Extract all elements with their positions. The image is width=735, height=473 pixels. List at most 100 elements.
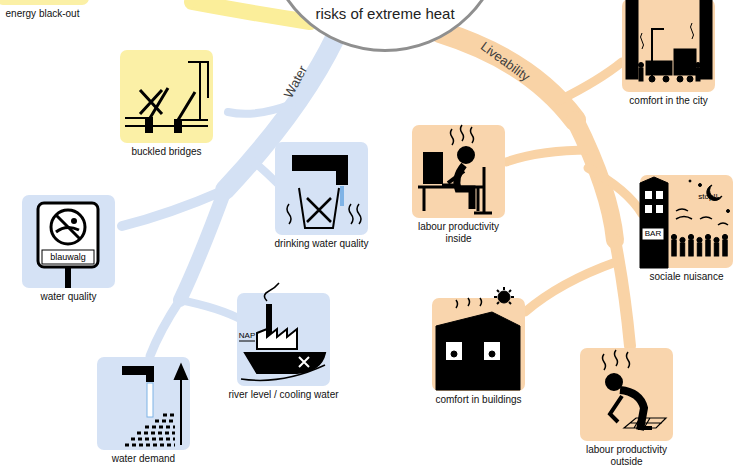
city-icon-part xyxy=(649,76,655,82)
crowd-part xyxy=(722,234,727,239)
crowd-part xyxy=(680,237,685,242)
river-icon-part xyxy=(257,329,297,349)
house-icon-part xyxy=(498,291,510,303)
water-demand-icon-part xyxy=(125,415,175,445)
tap-glass-icon-part xyxy=(340,186,344,206)
crowd xyxy=(671,234,727,256)
swim-sign-icon-part xyxy=(56,215,80,239)
water-demand-icon-part xyxy=(175,365,187,379)
liveability-branch-part xyxy=(588,168,642,214)
liveability-branch-part xyxy=(615,240,630,346)
outdoor-worker-icon-part xyxy=(606,374,622,390)
city-icon-part xyxy=(641,23,694,49)
swim-sign-icon-part xyxy=(71,218,77,224)
risk-icon-box: river level / cooling water xyxy=(237,293,330,386)
river-icon-part xyxy=(241,365,325,380)
risk-icon-box: sociale nuisance xyxy=(640,175,733,268)
crowd-part xyxy=(723,240,727,256)
office-worker-icon-part xyxy=(451,125,474,145)
bridge-icon-part xyxy=(188,62,208,120)
risk-icon-box: comfort in buildings xyxy=(432,298,525,391)
risk-icon-box: energy black-out xyxy=(0,0,89,5)
branch-label: Water xyxy=(282,64,311,101)
liveability-branch-part xyxy=(525,262,616,312)
river-icon xyxy=(239,283,325,380)
risk-icon-box: drinking water quality xyxy=(275,142,368,235)
risk-caption: energy black-out xyxy=(6,8,80,20)
city-icon-part xyxy=(687,76,693,82)
risk-caption: drinking water quality xyxy=(275,238,369,250)
crowd-part xyxy=(688,234,693,239)
city-icon-part xyxy=(700,0,712,79)
city-icon-part xyxy=(652,29,664,79)
bridge-icon-part xyxy=(150,88,195,120)
night-bar-icon-part xyxy=(707,185,722,200)
house-icon xyxy=(436,287,520,390)
crowd-part xyxy=(714,237,719,242)
office-worker-icon-part xyxy=(424,153,442,183)
liveability-branch-part xyxy=(440,32,575,120)
bridge-icon xyxy=(125,62,208,132)
city-icon-part xyxy=(626,0,638,79)
risk-icon-box: water demand xyxy=(97,357,190,450)
office-worker-icon-part xyxy=(448,171,464,183)
office-worker-icon-part xyxy=(442,184,456,187)
crowd-part xyxy=(705,234,710,239)
night-bar-icon-part xyxy=(640,177,668,268)
risk-icon-box: buckled bridges xyxy=(120,50,213,143)
swim-sign-icon-part xyxy=(42,250,94,264)
risk-icon-box: labour productivity outside xyxy=(580,348,673,441)
center-circle: risks of extreme heat xyxy=(265,0,505,52)
bridge-icon-part xyxy=(146,118,152,132)
risk-caption: labour productivity outside xyxy=(574,444,679,468)
night-bar-icon xyxy=(640,177,730,268)
city-icon-part xyxy=(646,61,672,75)
swim-sign-icon-part xyxy=(65,267,71,288)
risk-icon-box: water quality xyxy=(22,195,115,288)
city-icon xyxy=(626,0,712,82)
river-icon-part xyxy=(267,305,271,335)
night-bar-icon-part xyxy=(689,180,691,182)
liveability-branch-part xyxy=(560,62,622,100)
risk-caption: water quality xyxy=(40,291,96,303)
water-branch-part xyxy=(228,104,292,114)
river-icon-part xyxy=(245,353,325,373)
night-bar-icon-part xyxy=(727,210,730,213)
outdoor-worker-icon-part xyxy=(620,390,644,430)
crowd-part xyxy=(697,243,701,256)
branch-label: Liveability xyxy=(478,39,533,84)
tap-glass-icon-part xyxy=(299,188,339,228)
outdoor-worker-icon-part xyxy=(610,396,622,422)
water-demand-icon-part xyxy=(180,377,182,445)
house-icon-part xyxy=(446,342,462,360)
crowd-part xyxy=(714,243,718,256)
house-icon-part xyxy=(484,342,500,360)
night-bar-icon-part xyxy=(656,191,663,199)
house-icon-part xyxy=(456,298,482,308)
night-bar-icon-part xyxy=(645,191,652,199)
risk-caption: comfort in the city xyxy=(629,95,707,107)
night-bar-icon-part xyxy=(699,184,702,187)
water-branch-part xyxy=(180,190,225,300)
crowd-part xyxy=(680,243,684,256)
energy-branch-part xyxy=(186,0,192,4)
night-bar-icon-part xyxy=(642,228,664,240)
water-branch-part xyxy=(180,300,242,320)
river-icon-part xyxy=(299,357,309,367)
city-icon-part xyxy=(696,68,700,81)
city-icon-part xyxy=(677,76,683,82)
house-icon-part xyxy=(489,351,495,357)
city-icon-part xyxy=(663,76,669,82)
risk-icon-box: labour productivity inside xyxy=(412,125,505,218)
water-demand-icon xyxy=(123,365,187,445)
crowd-part xyxy=(672,240,676,256)
bridge-icon-part xyxy=(125,118,208,126)
river-icon-part xyxy=(239,341,255,342)
risk-caption: buckled bridges xyxy=(131,146,201,158)
risk-caption: river level / cooling water xyxy=(228,389,338,401)
tap-glass-icon-part xyxy=(287,204,361,224)
liveability-branch-part xyxy=(506,150,590,162)
swim-sign-icon xyxy=(38,203,98,288)
office-worker-icon xyxy=(418,125,492,213)
water-demand-icon-part xyxy=(147,383,153,417)
